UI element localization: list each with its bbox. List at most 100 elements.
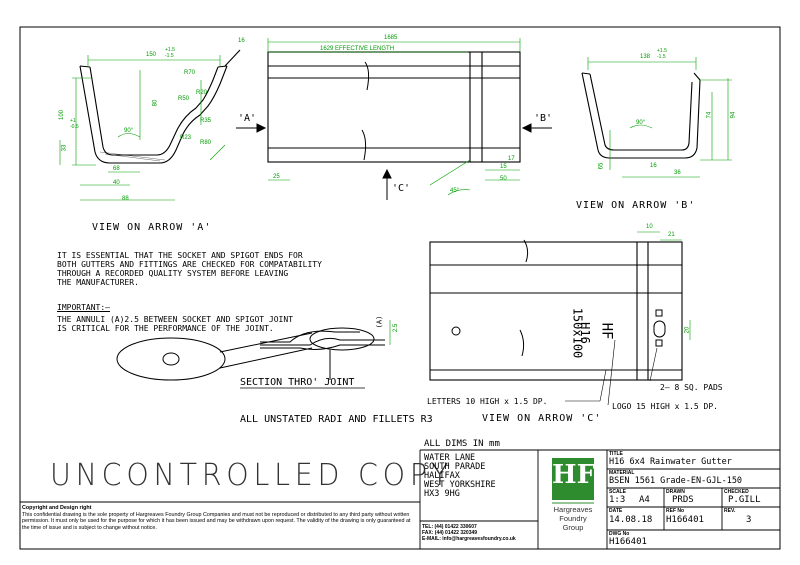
- view-a-section: [79, 49, 241, 164]
- checked-value: P.GILL: [728, 495, 761, 505]
- dim-label: 88: [122, 196, 129, 202]
- checked-label: CHECKED: [724, 489, 749, 495]
- drawn-label: DRAWN: [666, 489, 685, 495]
- dim-label: 25: [273, 174, 280, 180]
- logo-block: [552, 458, 594, 500]
- dim-label: R80: [200, 140, 212, 146]
- arrow-a-label: 'A': [238, 113, 257, 124]
- dim-label: +1: [70, 118, 76, 124]
- note-line: IS CRITICAL FOR THE PERFORMANCE OF THE J…: [57, 324, 274, 333]
- dim-label: 65: [598, 162, 605, 170]
- address-line: HX3 9HG: [424, 489, 460, 499]
- stamp-size: 150x100: [570, 307, 585, 359]
- dim-label: +1.5: [165, 47, 175, 53]
- view-a-dims: [59, 55, 226, 201]
- dim-label: 2.5: [393, 323, 400, 333]
- dim-label: 50: [500, 176, 507, 182]
- joint-section: [116, 327, 385, 381]
- drawn-value: PRDS: [672, 495, 694, 505]
- stamp-logo: HF: [598, 322, 615, 340]
- date-label: DATE: [609, 508, 623, 514]
- view-c-dims: [637, 231, 691, 340]
- view-a-hatch: [99, 151, 166, 162]
- scale-value: 1:3: [609, 495, 626, 505]
- address-line: SOUTH PARADE: [424, 462, 486, 472]
- dim-label: 45°: [450, 188, 460, 194]
- dim-label: -0.5: [70, 124, 79, 130]
- ref-value: H166401: [666, 515, 704, 525]
- logo-text-line: Foundry: [559, 514, 587, 523]
- logo-text-line: Hargreaves: [553, 505, 593, 514]
- material-label: MATERIAL: [609, 470, 635, 476]
- view-c-caption: VIEW ON ARROW 'C': [482, 413, 602, 424]
- dim-label: 100: [59, 109, 66, 121]
- logo-note: LOGO 15 HIGH x 1.5 DP.: [612, 402, 718, 411]
- company-tel: TEL: (44) 01422 330607: [422, 524, 477, 530]
- note-line: THE MANUFACTURER.: [57, 278, 139, 287]
- dims-unit-note: ALL DIMS IN mm: [424, 439, 500, 449]
- uncontrolled-copy-stamp: UNCONTROLLED COPY: [50, 458, 454, 493]
- note-line: IT IS ESSENTIAL THAT THE SOCKET AND SPIG…: [57, 251, 303, 260]
- sheet-border: [19, 26, 781, 550]
- dwg-value: H166401: [609, 537, 647, 547]
- address-line: WATER LANE: [424, 453, 476, 463]
- radii-note: ALL UNSTATED RADI AND FILLETS R3: [240, 414, 433, 425]
- view-a-caption: VIEW ON ARROW 'A': [92, 222, 212, 233]
- company-address: WATER LANE SOUTH PARADE HALIFAX WEST YOR…: [424, 454, 496, 499]
- dwg-label: DWG No: [609, 531, 630, 537]
- note-line: THE ANNULI (A)2.5 BETWEEN SOCKET AND SPI…: [57, 315, 294, 324]
- section-caption: SECTION THRO' JOINT: [240, 377, 355, 388]
- logo-text-line: Group: [562, 523, 584, 532]
- dim-label: R50: [178, 96, 190, 102]
- copyright-block: Copyright and Design right This confiden…: [22, 505, 418, 531]
- dim-label: R20: [196, 90, 208, 96]
- view-c-plan: [429, 241, 683, 381]
- important-heading: IMPORTANT:–: [57, 303, 110, 312]
- dim-label: 20: [684, 326, 691, 334]
- dim-label: 16: [650, 163, 657, 169]
- letters-note: LETTERS 10 HIGH x 1.5 DP.: [427, 397, 548, 406]
- company-fax: FAX: (44) 01422 320349: [422, 530, 478, 536]
- dim-label: 40: [113, 180, 120, 186]
- arrow-b-label: 'B': [534, 113, 553, 124]
- view-c-break: [519, 239, 529, 357]
- ref-label: REF No: [666, 508, 685, 514]
- logo-text: Hargreaves Foundry Group: [542, 505, 604, 532]
- dim-label: 1629 EFFECTIVE LENGTH: [320, 46, 395, 52]
- company-contact: TEL: (44) 01422 330607 FAX: (44) 01422 3…: [422, 524, 516, 542]
- pads-note: 2– 8 SQ. PADS: [660, 383, 723, 392]
- date-value: 14.08.18: [609, 515, 653, 525]
- dim-label: 68: [113, 166, 120, 172]
- dim-label: 150: [146, 52, 157, 58]
- note-line: BOTH GUTTERS AND FITTINGS ARE CHECKED FO…: [57, 260, 322, 269]
- company-email: E-MAIL: info@hargreavesfoundry.co.uk: [422, 536, 516, 542]
- dim-label: 80: [152, 99, 159, 107]
- dim-label: -1.5: [165, 53, 174, 59]
- view-b-caption: VIEW ON ARROW 'B': [576, 200, 696, 211]
- dim-label: 90°: [636, 120, 646, 126]
- sheet-size: A4: [639, 495, 650, 505]
- plan-arrows: [236, 123, 552, 200]
- arrow-c-label: 'C': [392, 183, 411, 194]
- dim-label: 138: [640, 54, 651, 60]
- copyright-title: Copyright and Design right: [22, 505, 92, 511]
- dim-label: 33: [61, 144, 68, 152]
- dim-label: 74: [706, 111, 713, 119]
- dim-label: -1.5: [657, 54, 666, 60]
- dim-label: 36: [674, 170, 681, 176]
- dim-label: 10: [646, 224, 653, 230]
- address-line: HALIFAX: [424, 471, 460, 481]
- logo-mark: HF: [552, 460, 596, 490]
- dim-label: 1685: [384, 35, 398, 41]
- dim-label: 17: [508, 156, 515, 162]
- essential-note: IT IS ESSENTIAL THAT THE SOCKET AND SPIG…: [57, 251, 322, 287]
- scale-label: SCALE: [609, 489, 626, 495]
- dim-label: +1.5: [657, 48, 667, 54]
- view-b-section: [581, 72, 701, 159]
- dim-label: R70: [184, 70, 196, 76]
- annulus-label: (A): [375, 315, 384, 329]
- important-note: THE ANNULI (A)2.5 BETWEEN SOCKET AND SPI…: [57, 315, 293, 333]
- dim-label: 15: [500, 164, 507, 170]
